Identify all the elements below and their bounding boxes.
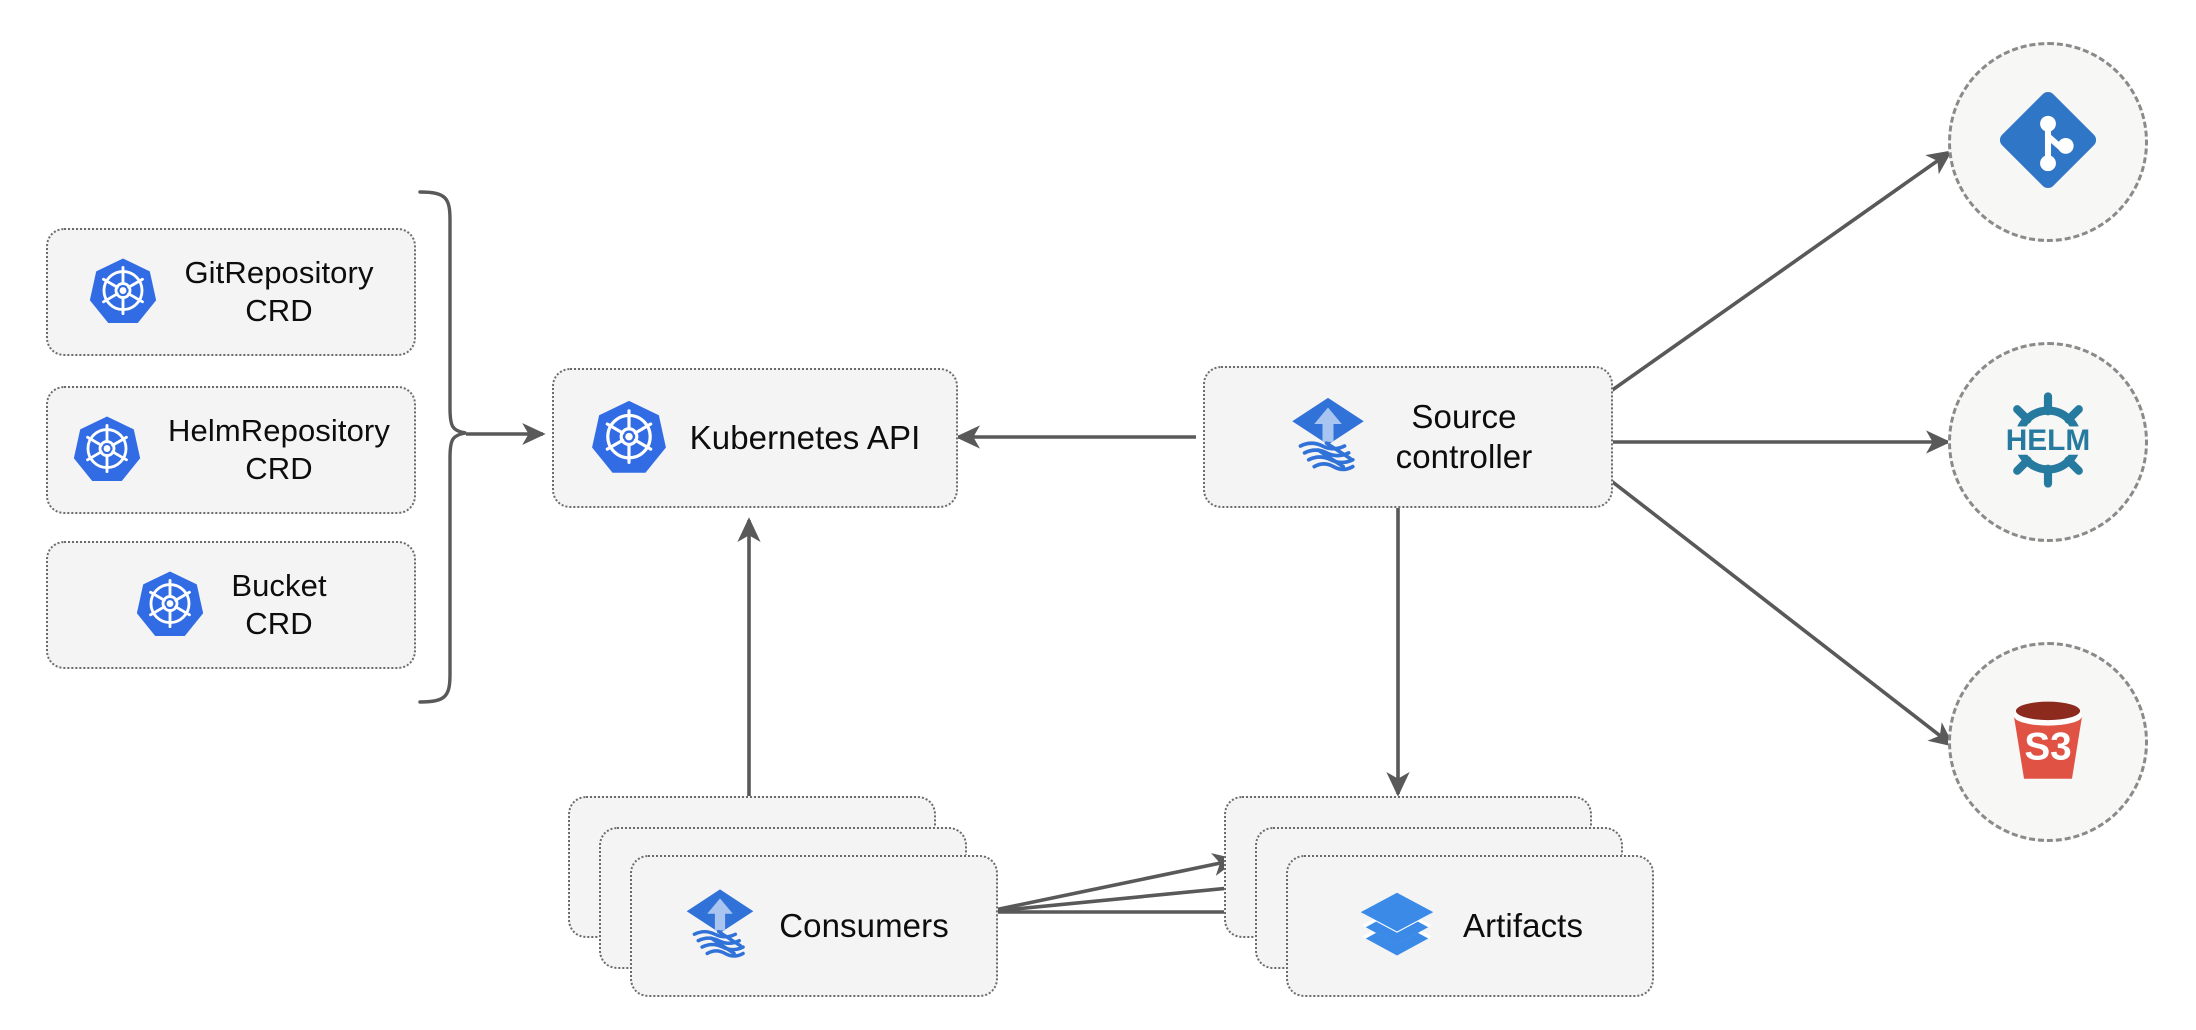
s3-target-circle[interactable]: S3 — [1948, 642, 2148, 842]
edge-consumers-to-artifacts-1 — [984, 853, 1238, 914]
layers-icon — [1357, 884, 1437, 969]
kubernetes-icon — [590, 397, 668, 480]
bucket-crd-card[interactable]: Bucket CRD — [46, 541, 416, 669]
kubernetes-api-label: Kubernetes API — [689, 418, 921, 456]
crd-group-brace — [418, 190, 467, 704]
git-icon — [1989, 81, 2107, 204]
gitrepository-crd-card[interactable]: GitRepository CRD — [46, 228, 416, 356]
kubernetes-icon — [135, 568, 205, 643]
kubernetes-icon — [72, 413, 142, 488]
helm-target-circle[interactable]: HELM — [1948, 342, 2148, 542]
git-target-circle[interactable] — [1948, 42, 2148, 242]
helmrepository-crd-card[interactable]: HelmRepository CRD — [46, 386, 416, 514]
helmrepository-crd-label: HelmRepository CRD — [168, 413, 390, 486]
gitrepository-crd-label: GitRepository CRD — [184, 255, 374, 328]
source-controller-node[interactable]: Source controller — [1203, 366, 1613, 508]
source-controller-label: Source controller — [1395, 397, 1533, 475]
helm-icon: HELM — [1986, 378, 2110, 507]
edge-source-controller-to-git — [1599, 150, 1953, 400]
kubernetes-api-node[interactable]: Kubernetes API — [552, 368, 958, 508]
flux-icon — [679, 883, 761, 970]
artifacts-label: Artifacts — [1462, 906, 1584, 944]
kubernetes-icon — [88, 255, 158, 330]
flux-icon — [1284, 391, 1372, 484]
edge-source-controller-to-s3 — [1599, 471, 1955, 747]
consumers-node[interactable]: Consumers — [630, 855, 998, 997]
bucket-crd-label: Bucket CRD — [231, 568, 327, 641]
artifacts-node[interactable]: Artifacts — [1286, 855, 1654, 997]
s3-bucket-icon: S3 — [1989, 681, 2107, 804]
helm-wordmark: HELM — [2006, 424, 2091, 457]
consumers-label: Consumers — [779, 906, 949, 944]
s3-wordmark: S3 — [2024, 725, 2071, 768]
